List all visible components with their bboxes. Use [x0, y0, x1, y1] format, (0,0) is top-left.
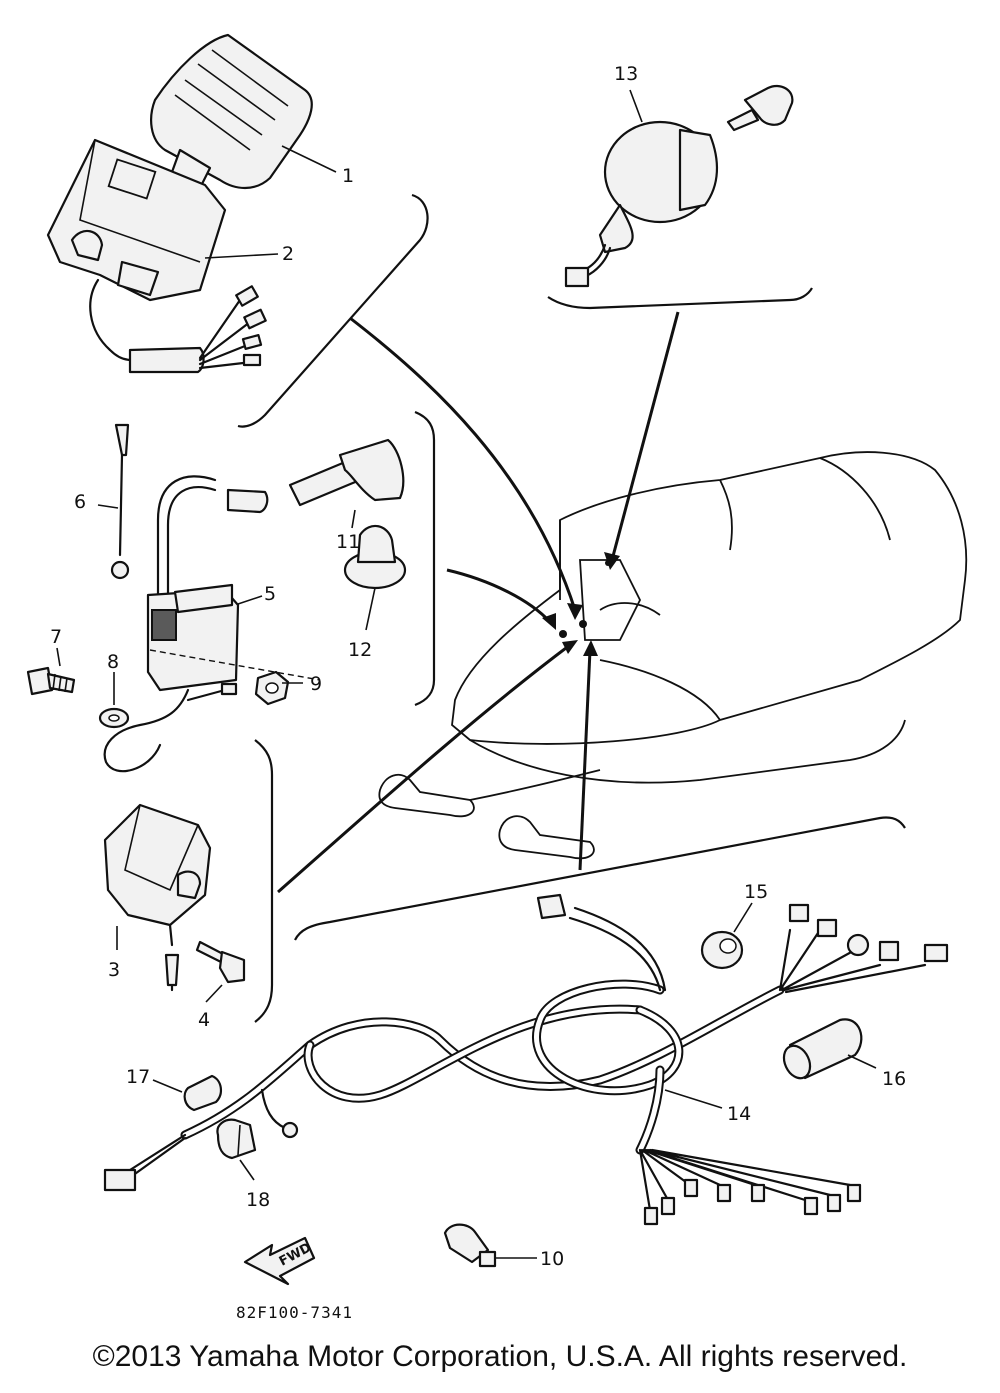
screw-part-4 [195, 940, 246, 984]
snowmobile-body-outline [378, 451, 968, 860]
switch-housing-part-2 [46, 138, 267, 374]
label-part-6: 6 [74, 491, 86, 513]
label-part-14: 14 [727, 1103, 751, 1125]
label-part-2: 2 [282, 243, 294, 265]
copyright-notice: ©2013 Yamaha Motor Corporation, U.S.A. A… [92, 1340, 908, 1373]
label-part-4: 4 [198, 1009, 210, 1031]
label-part-7: 7 [50, 626, 62, 648]
part-labels: 1 2 3 4 5 6 7 8 9 10 11 12 13 14 15 16 1… [50, 63, 906, 1322]
label-part-8: 8 [107, 651, 119, 673]
clamp-part-10 [443, 1223, 497, 1268]
grommet-part-15 [700, 930, 744, 970]
nut-part-9 [254, 670, 290, 706]
leader-lines [56, 89, 877, 1259]
label-part-16: 16 [882, 1068, 906, 1090]
label-part-11: 11 [336, 531, 360, 553]
bolt-part-7 [26, 666, 76, 696]
band-part-6 [110, 423, 130, 580]
wire-harness-part-14 [103, 893, 949, 1226]
drawing-code: 82F100-7341 [236, 1303, 353, 1322]
grip-part-1 [150, 33, 313, 190]
clamp-part-18 [216, 1118, 257, 1160]
label-part-15: 15 [744, 881, 768, 903]
label-part-17: 17 [126, 1066, 150, 1088]
plug-cap-part-11 [288, 438, 405, 507]
group-brackets [237, 193, 906, 1023]
main-switch-part-13 [564, 84, 794, 288]
label-part-3: 3 [108, 959, 120, 981]
label-part-9: 9 [310, 673, 322, 695]
fwd-arrow-icon [243, 1236, 316, 1286]
label-part-12: 12 [348, 639, 372, 661]
reference-lines [277, 311, 680, 894]
sleeve-part-17 [183, 1074, 222, 1112]
label-part-18: 18 [246, 1189, 270, 1211]
label-part-13: 13 [614, 63, 638, 85]
washer-part-8 [98, 707, 130, 729]
label-part-1: 1 [342, 165, 354, 187]
cdi-unit-part-3 [103, 803, 212, 992]
label-part-10: 10 [540, 1248, 564, 1270]
ignition-coil-part-5 [103, 475, 321, 773]
label-part-5: 5 [264, 583, 276, 605]
cap-part-16 [782, 1018, 863, 1080]
